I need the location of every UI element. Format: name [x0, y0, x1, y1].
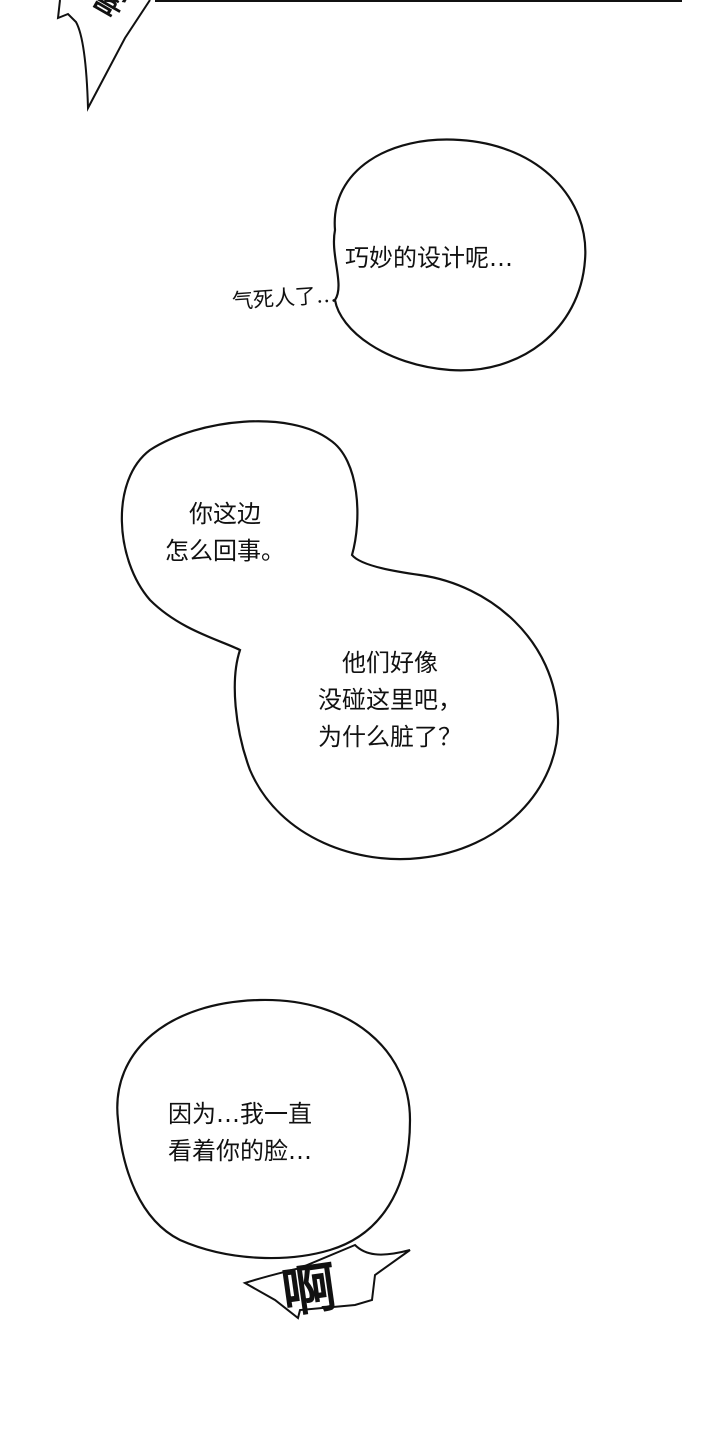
text-line: 你这边	[189, 500, 261, 528]
text-line: 因为…我一直	[168, 1100, 312, 1128]
text-line: 他们好像	[342, 649, 438, 677]
speech-bubble-1	[332, 138, 587, 372]
aside-text: 气死人了…	[231, 282, 338, 314]
speech-bubble-3	[116, 998, 412, 1260]
text-line: 怎么回事。	[165, 537, 285, 565]
burst-bubble	[242, 1243, 411, 1320]
bottom-sfx: 啊	[278, 1255, 340, 1325]
text-line: 没碰这里吧，	[318, 686, 462, 714]
text-line: 看着你的脸…	[168, 1137, 312, 1165]
bubble-3-text: 因为…我一直 看着你的脸…	[168, 1096, 312, 1170]
speech-bubble-2	[120, 420, 560, 861]
bubble-2a-text: 你这边 怎么回事。	[150, 496, 300, 570]
bubble-1-text: 巧妙的设计呢…	[345, 244, 513, 272]
bubble-2b-text: 他们好像 没碰这里吧， 为什么脏了？	[300, 645, 480, 756]
text-line: 为什么脏了？	[318, 723, 462, 751]
burst-tail-top	[56, 0, 151, 112]
